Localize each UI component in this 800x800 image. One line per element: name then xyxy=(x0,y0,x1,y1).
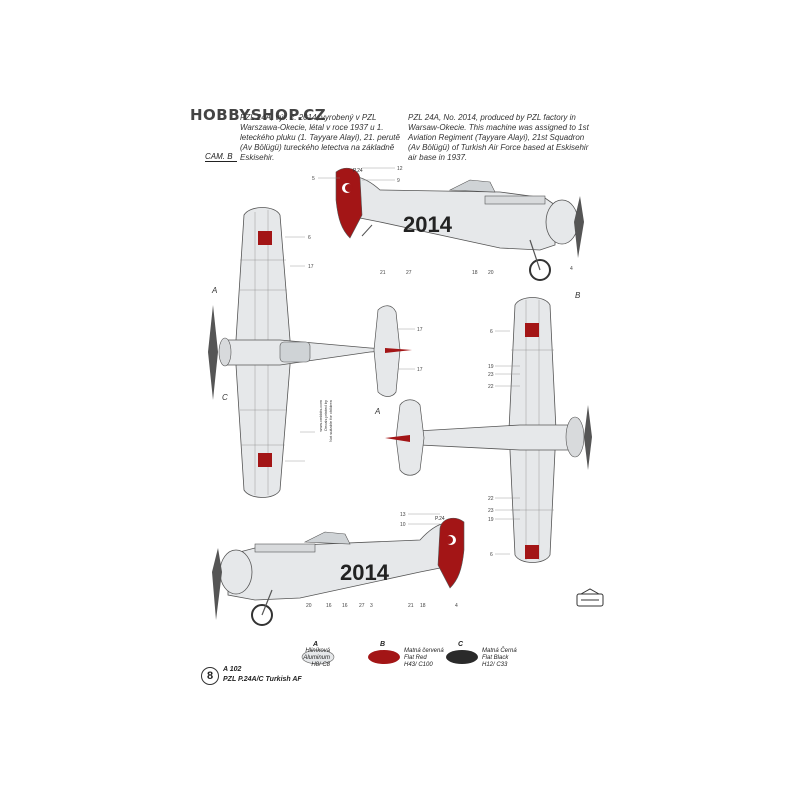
fin-code-bottom: P.24 xyxy=(435,516,445,522)
swatch-black xyxy=(446,650,478,664)
swatch-red xyxy=(368,650,400,664)
callout-27: 27 xyxy=(406,270,412,276)
callout-6c: 6 xyxy=(490,552,493,558)
callout-19: 19 xyxy=(488,364,494,370)
fuselage-number-bottom: 2014 xyxy=(340,560,390,585)
callout-21: 21 xyxy=(380,270,386,276)
callout-6: 6 xyxy=(308,235,311,241)
callout-27b: 27 xyxy=(359,603,365,609)
callout-20: 20 xyxy=(488,270,494,276)
callout-17c: 17 xyxy=(417,367,423,373)
kit-code: A 102 xyxy=(223,666,242,673)
callout-10: 10 xyxy=(400,522,406,528)
description-czech: PZL 24A, výr. č. 2014, vyrobený v PZL Wa… xyxy=(240,113,400,162)
callout-16b: 16 xyxy=(342,603,348,609)
callout-18: 18 xyxy=(472,270,478,276)
callout-5: 5 xyxy=(312,176,315,182)
bottom-view xyxy=(385,297,592,563)
fuselage-number-top: 2014 xyxy=(403,212,453,237)
brand-logo-icon xyxy=(576,588,604,608)
callout-9: 9 xyxy=(397,178,400,184)
sheet-index-badge: 8 xyxy=(201,667,219,685)
callout-18b: 18 xyxy=(420,603,426,609)
callout-17: 17 xyxy=(308,264,314,270)
callout-16: 16 xyxy=(326,603,332,609)
side-view-bottom: 2014 P.24 xyxy=(212,516,465,626)
callout-13: 13 xyxy=(400,512,406,518)
callout-20b: 20 xyxy=(306,603,312,609)
legend-letter-c: C xyxy=(458,641,464,648)
callout-3: 3 xyxy=(370,603,373,609)
watermark-text: HOBBYSHOP.CZ xyxy=(190,106,327,124)
callout-19b: 19 xyxy=(488,517,494,523)
callout-21b: 21 xyxy=(408,603,414,609)
camo-label: CAM. B xyxy=(205,152,237,162)
callout-12: 12 xyxy=(397,166,403,172)
top-view xyxy=(208,207,412,498)
view-letter-a-top: A xyxy=(211,286,217,295)
side-view-top: 2014 P.24 xyxy=(335,167,584,281)
legend-letter-a: A xyxy=(313,641,319,648)
callout-23b: 23 xyxy=(488,508,494,514)
callout-4b: 4 xyxy=(455,603,458,609)
callout-22b: 22 xyxy=(488,496,494,502)
callout-6b: 6 xyxy=(490,329,493,335)
view-letter-a-bottom: A xyxy=(374,407,380,416)
swatch-aluminum xyxy=(301,649,335,665)
vertical-fine-print: www.cmkkits.com Decals printed by Not su… xyxy=(318,400,333,443)
view-letter-b: B xyxy=(575,291,581,300)
description-english: PZL 24A, No. 2014, produced by PZL facto… xyxy=(408,113,589,162)
view-letter-c: C xyxy=(222,393,228,402)
fin-code-top: P.24 xyxy=(353,168,363,174)
callout-17b: 17 xyxy=(417,327,423,333)
callout-23: 23 xyxy=(488,372,494,378)
sheet-title: PZL P.24A/C Turkish AF xyxy=(223,676,302,683)
legend-letter-b: B xyxy=(380,641,386,648)
callout-4: 4 xyxy=(570,266,573,272)
callout-22: 22 xyxy=(488,384,494,390)
